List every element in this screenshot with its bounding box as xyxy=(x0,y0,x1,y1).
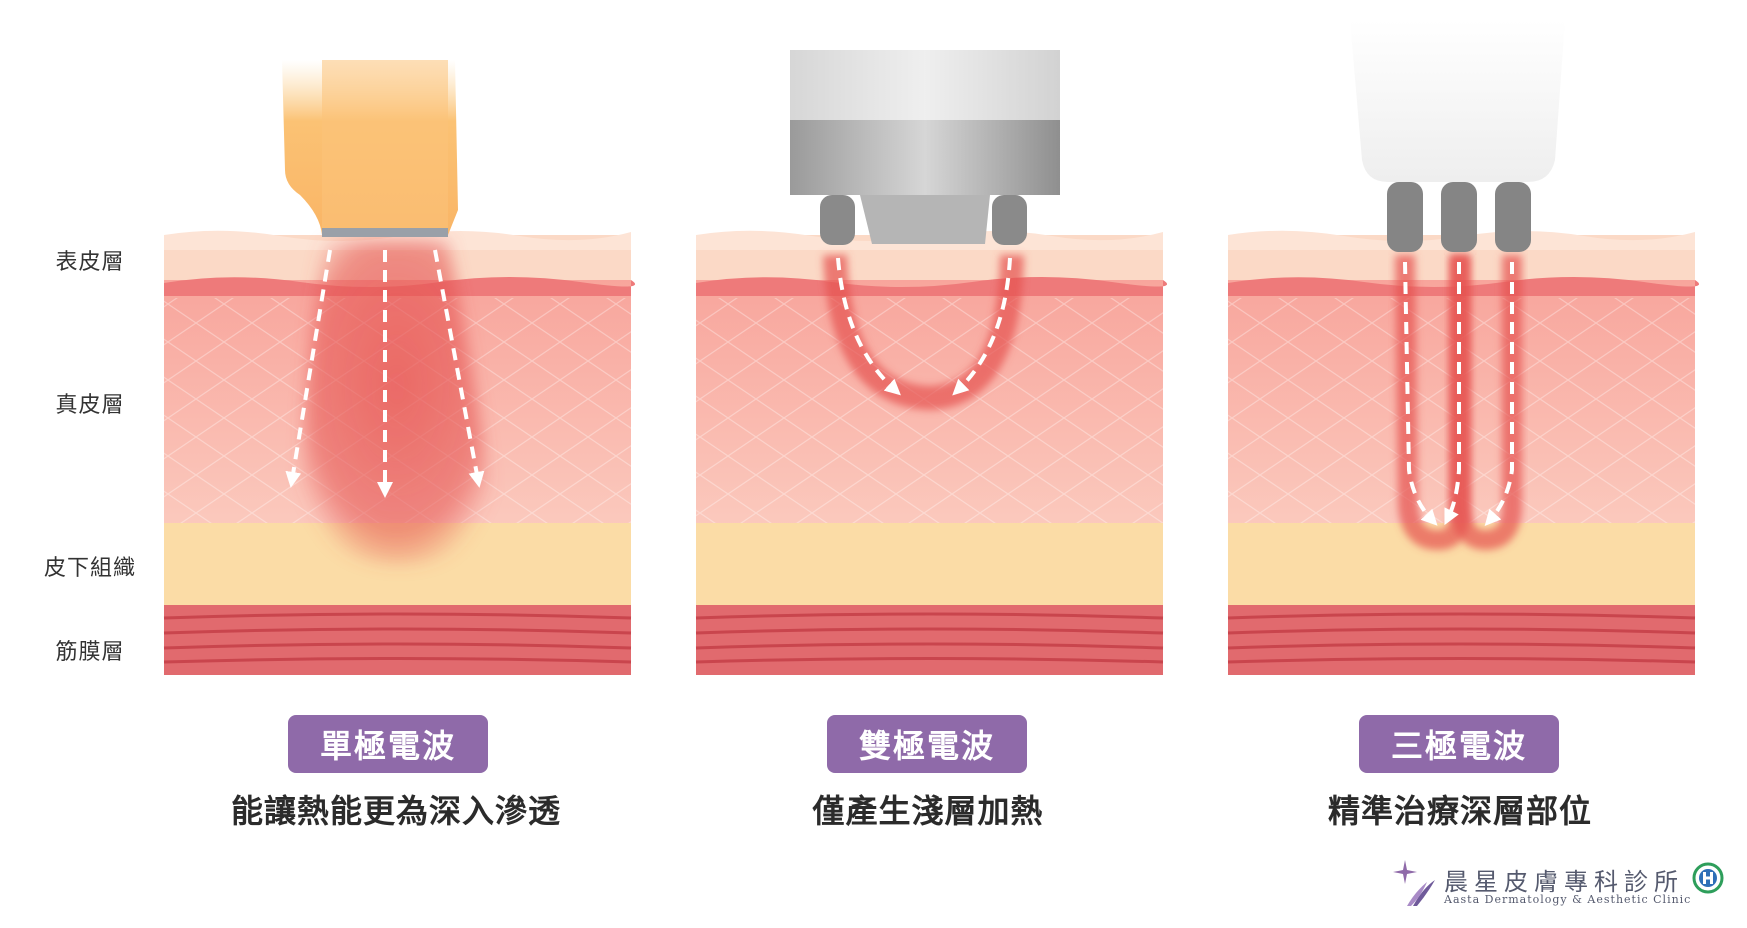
bipolar-probe xyxy=(790,50,1060,245)
star-logo-icon xyxy=(1393,860,1435,906)
layer-label-fascia: 筋膜層 xyxy=(55,640,125,665)
tripolar-title-badge: 三極電波 xyxy=(1359,715,1559,773)
clinic-name-english: Aasta Dermatology & Aesthetic Clinic xyxy=(1444,893,1692,906)
bipolar-title-badge: 雙極電波 xyxy=(827,715,1027,773)
panel-tripolar xyxy=(1227,20,1700,675)
layer-label-epidermis: 表皮層 xyxy=(55,250,125,275)
monopolar-description: 能讓熱能更為深入滲透 xyxy=(230,792,561,830)
clinic-name-chinese: 晨星皮膚專科診所 xyxy=(1444,868,1684,896)
tripolar-description: 精準治療深層部位 xyxy=(1327,792,1592,830)
tripolar-probe xyxy=(1350,20,1565,252)
bipolar-description: 僅產生淺層加熱 xyxy=(812,792,1044,830)
layer-label-dermis: 真皮層 xyxy=(55,393,125,418)
panel-monopolar xyxy=(163,60,636,675)
monopolar-probe xyxy=(282,60,458,237)
layer-label-subcutaneous: 皮下組織 xyxy=(43,556,136,581)
monopolar-title-badge: 單極電波 xyxy=(288,715,488,773)
hospital-badge-icon xyxy=(1692,862,1724,894)
panel-bipolar xyxy=(695,50,1168,675)
